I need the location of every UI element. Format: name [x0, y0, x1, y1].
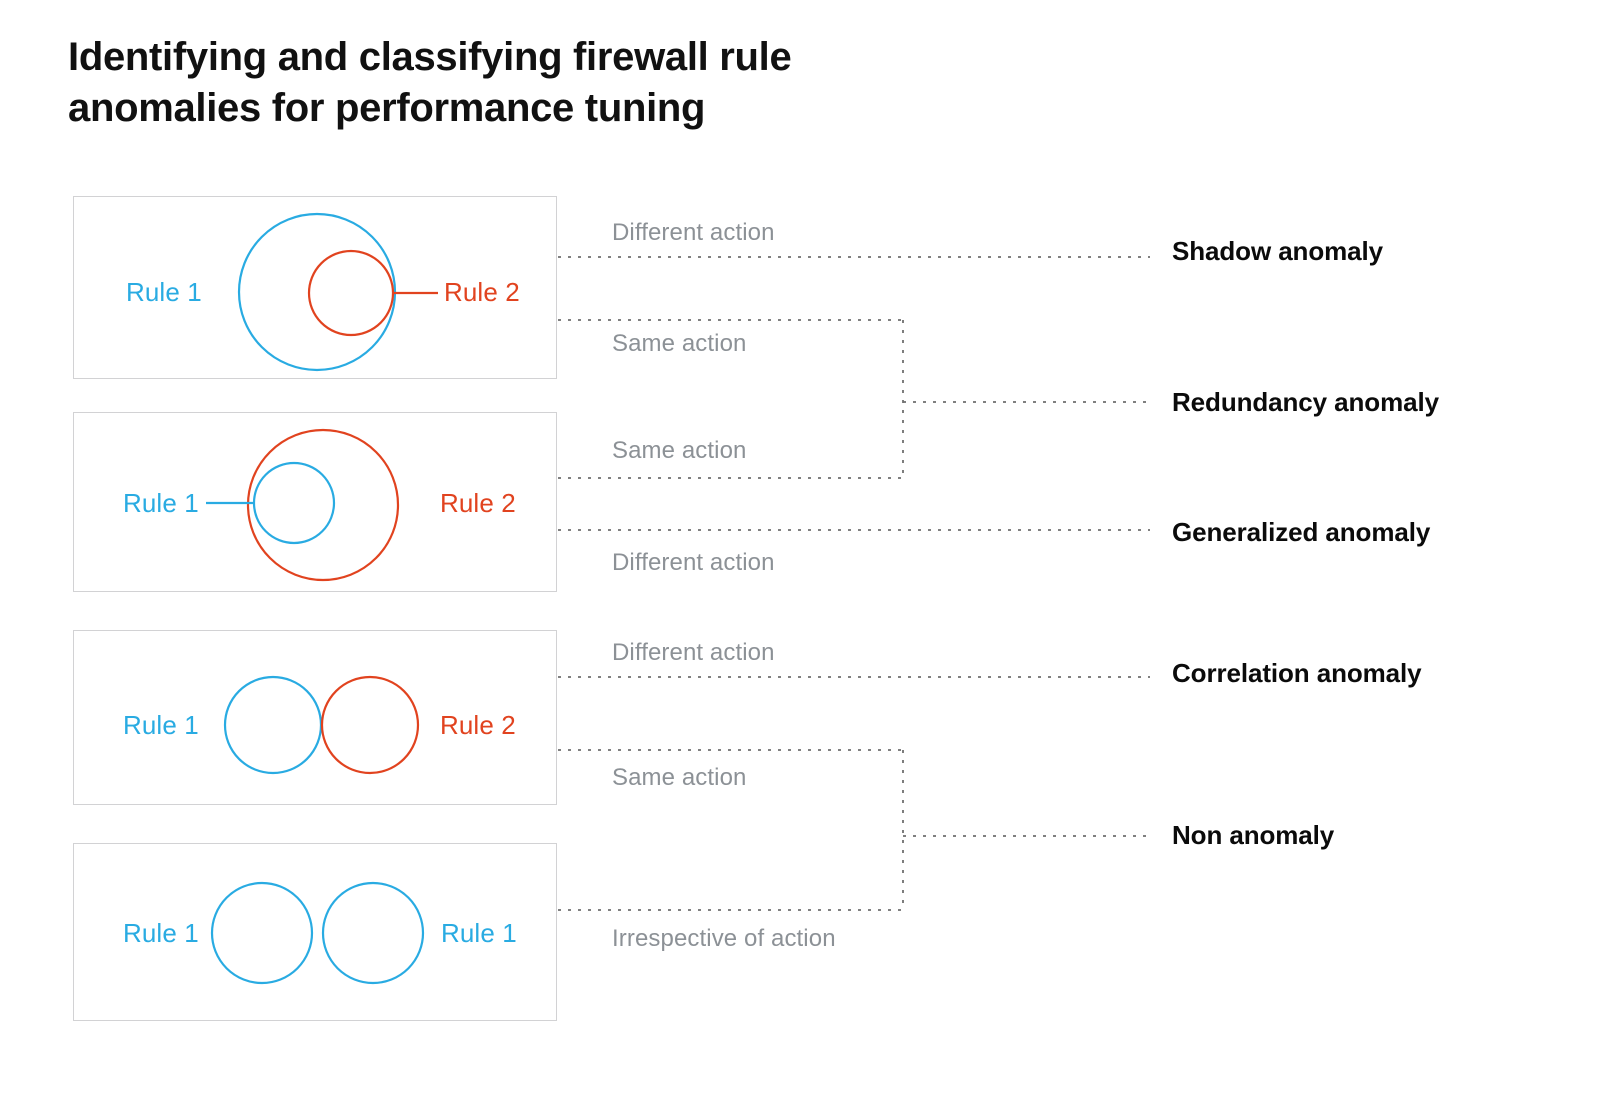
diagram-panel-shadow: Rule 1 Rule 2 — [73, 196, 557, 379]
circle-rule2-red — [320, 675, 420, 775]
diagram-panel-correlation: Rule 1 Rule 2 — [73, 630, 557, 805]
circle-rule2-red — [246, 428, 400, 582]
condition-label-non-top: Same action — [612, 764, 747, 791]
outcome-label-redundancy-anomaly: Redundancy anomaly — [1172, 387, 1439, 417]
diagram-panel-generalized: Rule 1 Rule 2 — [73, 412, 557, 592]
panel-correlation-label-rule2: Rule 2 — [440, 710, 516, 740]
page-title-line-1: Identifying and classifying firewall rul… — [68, 35, 792, 79]
condition-label-non-bottom: Irrespective of action — [612, 925, 836, 952]
diagram-panel-non-anomaly: Rule 1 Rule 1 — [73, 843, 557, 1021]
panel-generalized-label-rule2: Rule 2 — [440, 488, 516, 518]
condition-label-redundancy-bottom: Same action — [612, 437, 747, 464]
condition-label-redundancy-top: Same action — [612, 330, 747, 357]
condition-label-shadow: Different action — [612, 219, 775, 246]
circle-rule2-red — [307, 249, 395, 337]
circle-rule1-blue — [252, 461, 336, 545]
venn-correlation — [223, 675, 420, 775]
panel-shadow-label-rule1: Rule 1 — [126, 277, 202, 307]
venn-non-anomaly — [210, 881, 425, 985]
page-title: Identifying and classifying firewall rul… — [68, 32, 1068, 134]
venn-generalized — [206, 428, 400, 582]
condition-label-correlation: Different action — [612, 639, 775, 666]
outcome-label-shadow-anomaly: Shadow anomaly — [1172, 236, 1383, 266]
circle-rule1-blue — [237, 212, 397, 372]
panel-non-anomaly-label-rule1-right: Rule 1 — [441, 918, 517, 948]
outcome-label-generalized-anomaly: Generalized anomaly — [1172, 517, 1431, 547]
page-title-line-2: anomalies for performance tuning — [68, 86, 706, 131]
venn-shadow — [237, 212, 438, 372]
circle-rule1-blue-left — [210, 881, 314, 985]
panel-non-anomaly-label-rule1-left: Rule 1 — [123, 918, 199, 948]
circle-rule1-blue-right — [321, 881, 425, 985]
outcome-label-non-anomaly: Non anomaly — [1172, 820, 1335, 850]
condition-label-generalized: Different action — [612, 549, 775, 576]
panel-correlation-label-rule1: Rule 1 — [123, 710, 199, 740]
outcome-label-correlation-anomaly: Correlation anomaly — [1172, 658, 1422, 688]
panel-generalized-label-rule1: Rule 1 — [123, 488, 199, 518]
panel-shadow-label-rule2: Rule 2 — [444, 277, 520, 307]
circle-rule1-blue — [223, 675, 323, 775]
